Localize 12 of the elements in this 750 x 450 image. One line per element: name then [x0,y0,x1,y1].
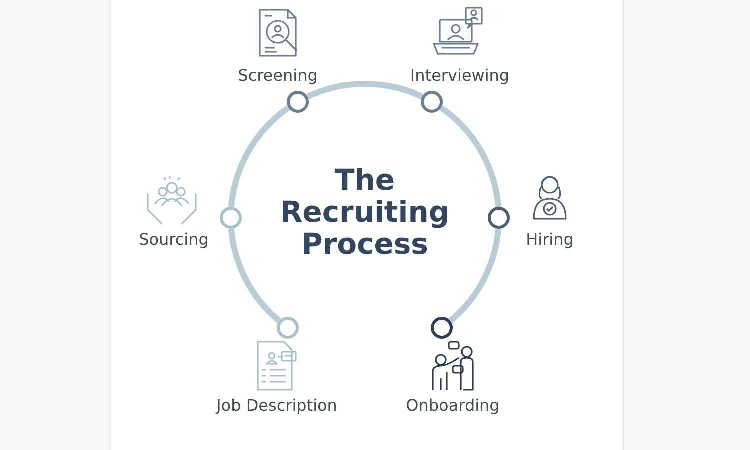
arc-connector [228,228,282,324]
step-label: Sourcing [139,230,209,249]
step-label: Job Description [216,396,338,415]
arc-connector [439,105,502,208]
diagram-title: The Recruiting Process [279,164,451,260]
step-label: Hiring [526,230,574,249]
arc-connector [228,105,291,208]
step-label: Screening [238,66,318,85]
step-label: Onboarding [406,396,500,415]
arc-connector [448,228,502,324]
arc-connector [306,81,424,100]
step-label: Interviewing [410,66,510,85]
